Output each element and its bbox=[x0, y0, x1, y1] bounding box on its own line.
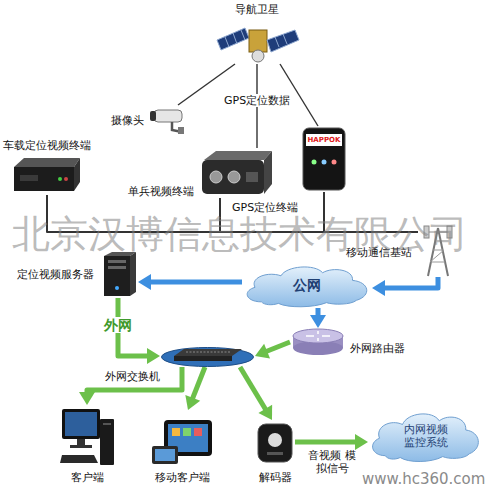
portable-terminal-node: 单兵视频终端 bbox=[198, 148, 274, 198]
node-label: 公网 bbox=[293, 277, 321, 293]
public-network-cloud: 公网 bbox=[242, 262, 372, 308]
connector bbox=[295, 440, 356, 445]
arrow-head bbox=[258, 405, 272, 420]
arrow-head bbox=[372, 280, 385, 296]
node-label: 客户端 bbox=[71, 471, 104, 484]
node-label: 内网视频 监控系统 bbox=[401, 423, 451, 449]
video-server-node: 定位视频服务器 bbox=[98, 250, 138, 298]
device-icon bbox=[12, 155, 82, 195]
watermark-url: www.hc360.com bbox=[362, 470, 485, 488]
device-icon bbox=[60, 405, 115, 467]
arrow-head bbox=[310, 315, 326, 328]
vehicle-terminal-node: 车载定位视频终端 bbox=[12, 155, 82, 195]
device-icon bbox=[98, 250, 138, 298]
node-label: 单兵视频终端 bbox=[128, 185, 194, 198]
device-icon bbox=[255, 420, 295, 465]
device-icon bbox=[290, 328, 346, 356]
switch-node: 外网交换机 bbox=[160, 345, 255, 367]
node-label: 摄像头 bbox=[111, 114, 144, 127]
arrow-head bbox=[147, 348, 160, 364]
connector bbox=[266, 342, 290, 352]
satellite-node: 导航卫星 bbox=[215, 18, 300, 64]
device-icon bbox=[160, 345, 255, 367]
node-label: 定位视频服务器 bbox=[17, 268, 94, 281]
connector bbox=[316, 308, 321, 316]
edge-label: GPS定位数据 bbox=[222, 94, 292, 107]
device-icon bbox=[198, 148, 274, 198]
arrow-head bbox=[185, 395, 200, 410]
edge-label: 音视频 模拟信号 bbox=[307, 449, 357, 475]
intranet-monitor-cloud: 内网视频 监控系统 bbox=[368, 408, 483, 463]
decoder-node: 解码器 bbox=[255, 420, 295, 465]
node-label: 移动客户端 bbox=[155, 471, 210, 484]
device-icon bbox=[148, 105, 186, 135]
watermark-text: 北京汉博信息技术有限公司 bbox=[12, 212, 468, 256]
client-pc-node: 客户端 bbox=[60, 405, 115, 467]
node-label: 车载定位视频终端 bbox=[3, 139, 91, 152]
edge-label: 外网 bbox=[102, 317, 134, 333]
arrow-head bbox=[255, 344, 270, 359]
node-label: 外网交换机 bbox=[105, 370, 160, 383]
connector bbox=[87, 367, 182, 393]
router-node: 外网路由器 bbox=[290, 328, 346, 356]
arrow-head bbox=[138, 274, 151, 290]
device-icon bbox=[215, 18, 300, 64]
connector bbox=[150, 280, 242, 285]
node-label: 解码器 bbox=[259, 471, 292, 484]
node-label: 导航卫星 bbox=[235, 3, 279, 16]
connector bbox=[192, 367, 205, 399]
device-icon bbox=[150, 410, 215, 467]
device-logo: HAPPOK bbox=[308, 136, 341, 145]
connector bbox=[384, 277, 438, 288]
node-label: 外网路由器 bbox=[350, 342, 405, 355]
mobile-client-node: 移动客户端 bbox=[150, 410, 215, 467]
connector bbox=[240, 367, 266, 410]
camera-node: 摄像头 bbox=[148, 105, 186, 135]
arrow-head bbox=[79, 392, 95, 405]
arrow-head bbox=[355, 434, 368, 450]
